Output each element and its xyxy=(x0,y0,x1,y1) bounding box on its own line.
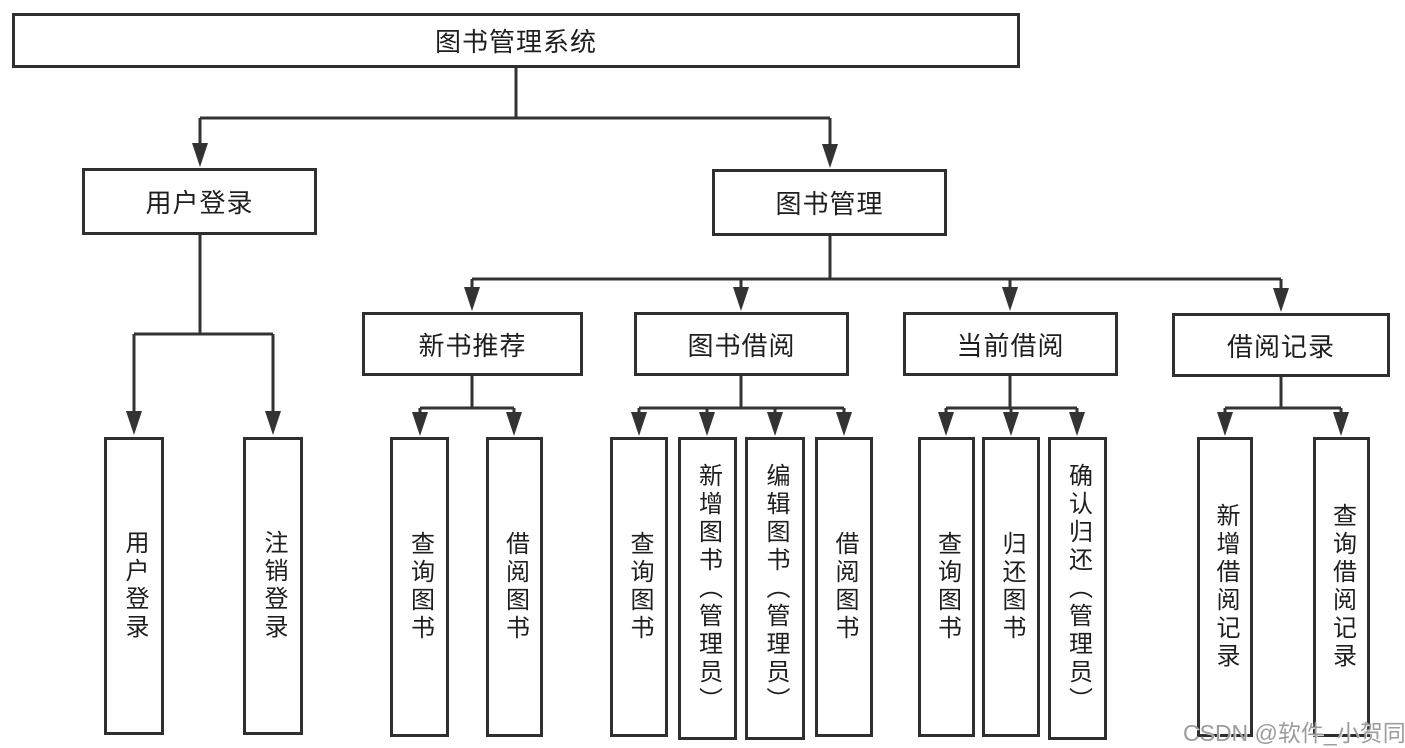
arrowhead xyxy=(1333,412,1349,436)
connector-login-to-leaves xyxy=(132,235,275,414)
leaf-borrow-books-recommend: 借阅图书 xyxy=(486,437,543,737)
arrowhead xyxy=(1217,412,1233,436)
leaf-confirm-return-admin-label: 确认归还（管理员） xyxy=(1064,462,1092,715)
leaf-confirm-return-admin: 确认归还（管理员） xyxy=(1048,437,1107,740)
leaf-query-borrow-record-label: 查询借阅记录 xyxy=(1328,503,1356,671)
leaf-return-book: 归还图书 xyxy=(982,437,1040,737)
arrowhead xyxy=(767,412,783,436)
connector-root-to-level2 xyxy=(198,68,832,147)
leaf-query-books-current: 查询图书 xyxy=(918,437,975,737)
leaf-return-book-label: 归还图书 xyxy=(998,531,1025,643)
node-book-borrow: 图书借阅 xyxy=(634,312,849,376)
node-user-login: 用户登录 xyxy=(82,168,317,235)
node-user-login-label: 用户登录 xyxy=(145,188,254,218)
node-borrow-records-label: 借阅记录 xyxy=(1226,331,1335,362)
connector-current-to-leaves xyxy=(944,376,1079,415)
leaf-add-book-admin: 新增图书（管理员） xyxy=(678,437,737,740)
leaf-borrow-books-recommend-label: 借阅图书 xyxy=(501,531,529,643)
node-root: 图书管理系统 xyxy=(12,13,1020,68)
node-book-borrow-label: 图书借阅 xyxy=(687,330,796,361)
arrowhead xyxy=(1273,288,1289,312)
leaf-query-books-current-label: 查询图书 xyxy=(933,531,961,643)
leaf-query-borrow-record: 查询借阅记录 xyxy=(1313,437,1370,737)
connector-borrow-to-leaves xyxy=(637,376,846,415)
leaf-query-books-borrow-label: 查询图书 xyxy=(626,531,653,643)
leaf-edit-book-admin-label: 编辑图书（管理员） xyxy=(762,462,789,715)
arrowhead xyxy=(822,144,838,168)
arrowhead xyxy=(506,412,522,436)
leaf-query-books-recommend: 查询图书 xyxy=(390,437,449,737)
arrowhead xyxy=(733,287,749,311)
watermark: CSDN @软件_小贺同学 xyxy=(1183,720,1405,746)
leaf-add-borrow-record-label: 新增借阅记录 xyxy=(1212,503,1239,671)
arrowhead xyxy=(699,412,715,436)
node-current-borrow: 当前借阅 xyxy=(903,312,1118,376)
node-root-label: 图书管理系统 xyxy=(434,27,597,57)
connector-recommend-to-leaves xyxy=(418,376,516,415)
leaf-user-login: 用户登录 xyxy=(104,437,164,735)
arrowhead xyxy=(464,287,480,311)
arrowhead xyxy=(938,412,954,436)
connector-management-to-level3 xyxy=(470,236,1283,291)
leaf-logout: 注销登录 xyxy=(243,437,303,735)
leaf-borrow-books-label: 借阅图书 xyxy=(831,531,858,643)
leaf-logout-label: 注销登录 xyxy=(260,530,287,642)
leaf-add-book-admin-label: 新增图书（管理员） xyxy=(694,462,722,715)
arrowhead xyxy=(1069,412,1085,436)
node-new-book-recommend-label: 新书推荐 xyxy=(418,330,527,361)
node-book-management-label: 图书管理 xyxy=(775,189,884,219)
node-current-borrow-label: 当前借阅 xyxy=(956,330,1065,361)
arrowhead xyxy=(126,411,142,435)
node-borrow-records: 借阅记录 xyxy=(1172,313,1390,377)
leaf-borrow-books: 借阅图书 xyxy=(815,437,873,737)
leaf-edit-book-admin: 编辑图书（管理员） xyxy=(745,437,805,740)
node-book-management: 图书管理 xyxy=(712,169,947,236)
arrowhead xyxy=(412,412,428,436)
arrowhead xyxy=(836,412,852,436)
leaf-user-login-label: 用户登录 xyxy=(121,530,148,642)
leaf-query-books-borrow: 查询图书 xyxy=(610,437,668,737)
node-new-book-recommend: 新书推荐 xyxy=(362,312,583,376)
arrowhead xyxy=(1002,287,1018,311)
leaf-add-borrow-record: 新增借阅记录 xyxy=(1197,437,1253,737)
connector-records-to-leaves xyxy=(1223,377,1343,415)
leaf-query-books-recommend-label: 查询图书 xyxy=(406,531,434,643)
arrowhead xyxy=(1003,412,1019,436)
arrowhead xyxy=(631,412,647,436)
arrowhead xyxy=(192,143,208,167)
arrowhead xyxy=(265,411,281,435)
